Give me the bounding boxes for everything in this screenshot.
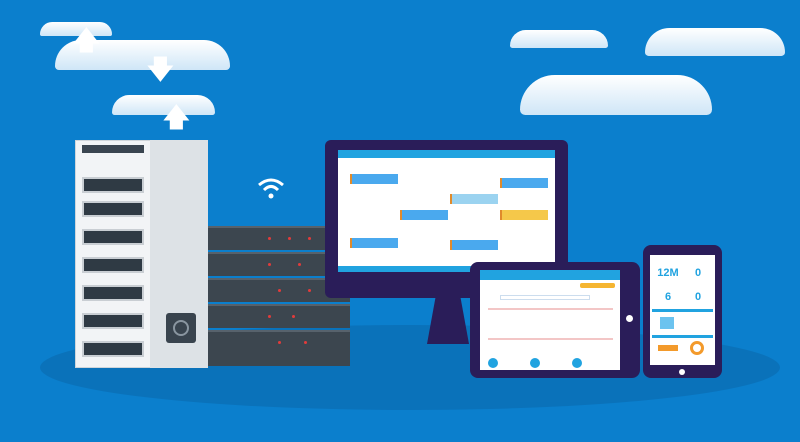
stat-value: 6 — [664, 291, 672, 303]
calendar-screen — [338, 150, 555, 272]
rack-server — [208, 330, 350, 366]
cloud — [112, 95, 215, 115]
stat-value: 12M — [657, 267, 679, 279]
home-button — [626, 315, 633, 322]
upload-arrow-icon: 🡅 — [163, 102, 190, 132]
stat-value: 0 — [694, 291, 702, 303]
home-button — [679, 369, 685, 375]
drive-bay — [82, 201, 144, 217]
drive-bay — [82, 229, 144, 245]
cloud — [520, 75, 712, 115]
tablet-screen — [480, 270, 620, 370]
phone: 12M 0 6 0 — [643, 245, 722, 378]
server-tower — [75, 140, 151, 368]
upload-arrow-icon: 🡅 — [73, 25, 100, 55]
rack-server — [208, 304, 350, 328]
desktop-monitor — [325, 140, 568, 298]
monitor-stand — [427, 298, 469, 344]
fan-icon — [166, 313, 196, 343]
wifi-icon — [258, 178, 284, 199]
drive-bay — [82, 313, 144, 329]
cloud — [55, 40, 230, 70]
cloud — [40, 22, 112, 36]
drive-bay — [82, 257, 144, 273]
dashboard-screen: 12M 0 6 0 — [650, 255, 715, 365]
tablet — [470, 262, 640, 378]
drive-bay — [82, 177, 144, 193]
cloud — [510, 30, 608, 48]
cloud — [645, 28, 785, 56]
drive-bay — [82, 285, 144, 301]
stat-value: 0 — [694, 267, 702, 279]
download-arrow-icon: 🡇 — [147, 54, 174, 84]
drive-bay — [82, 341, 144, 357]
